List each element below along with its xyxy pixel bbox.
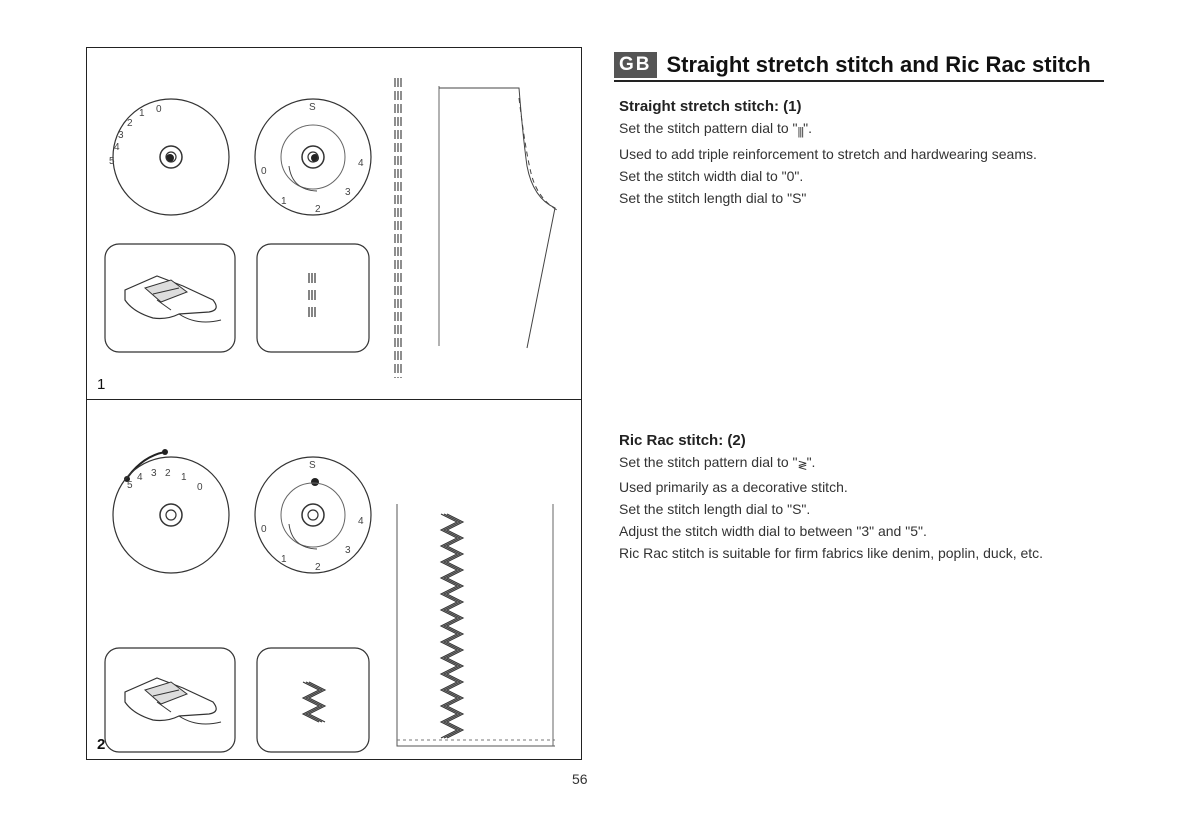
length-dial-label: 4	[358, 158, 364, 169]
length-dial-label: S	[309, 460, 316, 471]
width-dial-number: 1	[181, 472, 187, 483]
section-1-pattern-line: Set the stitch pattern dial to "|||".	[619, 119, 1104, 142]
length-dial-label: 3	[345, 187, 351, 198]
stitch-pattern-box	[256, 647, 370, 753]
width-dial-number: 0	[197, 482, 203, 493]
figure-number-2: 2	[97, 736, 106, 753]
ric-rac-stitch-icon	[301, 681, 327, 723]
section-1-title: Straight stretch stitch: (1)	[619, 98, 802, 115]
ric-rac-symbol: ≷	[797, 458, 808, 472]
stitch-length-dial: S 4 3 2 1 0	[254, 98, 372, 216]
width-dial-number: 0	[156, 104, 162, 115]
section-1-line: Set the stitch width dial to "0".	[619, 168, 804, 184]
width-dial-number: 1	[139, 108, 145, 119]
stitch-width-dial: 1 2 3 4 0 5	[109, 98, 230, 216]
length-dial-label: 3	[345, 545, 351, 556]
presser-foot-box	[104, 243, 236, 353]
length-dial-label: 1	[281, 554, 287, 565]
figure-number-1: 1	[97, 376, 106, 393]
width-dial-number: 2	[165, 468, 171, 479]
ric-rac-stitch-sample	[439, 513, 465, 739]
pattern-line-text: Set the stitch pattern dial to "	[619, 120, 798, 136]
section-2-pattern-line: Set the stitch pattern dial to "≷".	[619, 453, 1104, 475]
figure-panel-1: 1 2 3 4 0 5 S 4 3 2 1 0	[87, 48, 581, 398]
section-1-line: Set the stitch length dial to "S"	[619, 190, 807, 206]
section-2-title: Ric Rac stitch: (2)	[619, 432, 746, 449]
figure-2-illustration: 5 4 3 2 1 0 S 4 3 2 1 0	[104, 449, 555, 753]
fabric-outline	[396, 504, 555, 747]
width-dial-number: 4	[114, 142, 120, 153]
width-dial-number: 4	[137, 472, 143, 483]
stitch-pattern-box	[256, 243, 370, 353]
language-badge: GB	[614, 52, 657, 78]
section-1-line: Used to add triple reinforcement to stre…	[619, 146, 1037, 162]
figure-1-illustration: 1 2 3 4 0 5 S 4 3 2 1 0	[104, 78, 558, 378]
length-dial-label: S	[309, 102, 316, 113]
stitch-length-dial: S 4 3 2 1 0	[254, 456, 372, 574]
figure-divider	[87, 399, 581, 400]
width-dial-number: 3	[151, 468, 157, 479]
straight-stretch-stitch-icon	[308, 273, 316, 317]
presser-foot-box	[104, 647, 236, 753]
presser-foot-icon	[124, 275, 222, 323]
triple-stitch-symbol: |||	[797, 126, 805, 138]
ric-rac-section: Ric Rac stitch: (2) Set the stitch patte…	[619, 432, 1104, 566]
width-dial-number: 5	[127, 480, 133, 491]
pattern-line-end: ".	[806, 454, 816, 470]
length-dial-label: 0	[261, 166, 267, 177]
straight-stretch-section: Straight stretch stitch: (1) Set the sti…	[619, 98, 1104, 211]
length-dial-label: 2	[315, 562, 321, 573]
width-dial-number: 5	[109, 156, 115, 167]
page-number: 56	[572, 771, 588, 787]
section-2-line: Used primarily as a decorative stitch.	[619, 479, 848, 495]
presser-foot-icon	[124, 677, 222, 725]
length-dial-label: 4	[358, 516, 364, 527]
figure-panel-2: 5 4 3 2 1 0 S 4 3 2 1 0	[87, 400, 581, 753]
fabric-outline	[438, 86, 558, 349]
width-dial-number: 2	[127, 118, 133, 129]
section-2-line: Ric Rac stitch is suitable for firm fabr…	[619, 545, 1044, 561]
section-2-line: Set the stitch length dial to "S".	[619, 501, 811, 517]
length-dial-label: 1	[281, 196, 287, 207]
section-2-line: Adjust the stitch width dial to between …	[619, 523, 927, 539]
section-heading: GB Straight stretch stitch and Ric Rac s…	[614, 50, 1104, 82]
length-dial-label: 0	[261, 524, 267, 535]
length-dial-label: 2	[315, 204, 321, 215]
page-title: Straight stretch stitch and Ric Rac stit…	[666, 52, 1091, 77]
width-dial-number: 3	[118, 130, 124, 141]
pattern-line-end: ".	[803, 120, 812, 136]
figure-box: 1 2 3 4 0 5 S 4 3 2 1 0	[86, 47, 582, 760]
stitch-width-dial: 5 4 3 2 1 0	[112, 449, 230, 574]
triple-stitch-sample	[394, 78, 402, 378]
pattern-line-text: Set the stitch pattern dial to "	[619, 454, 798, 470]
